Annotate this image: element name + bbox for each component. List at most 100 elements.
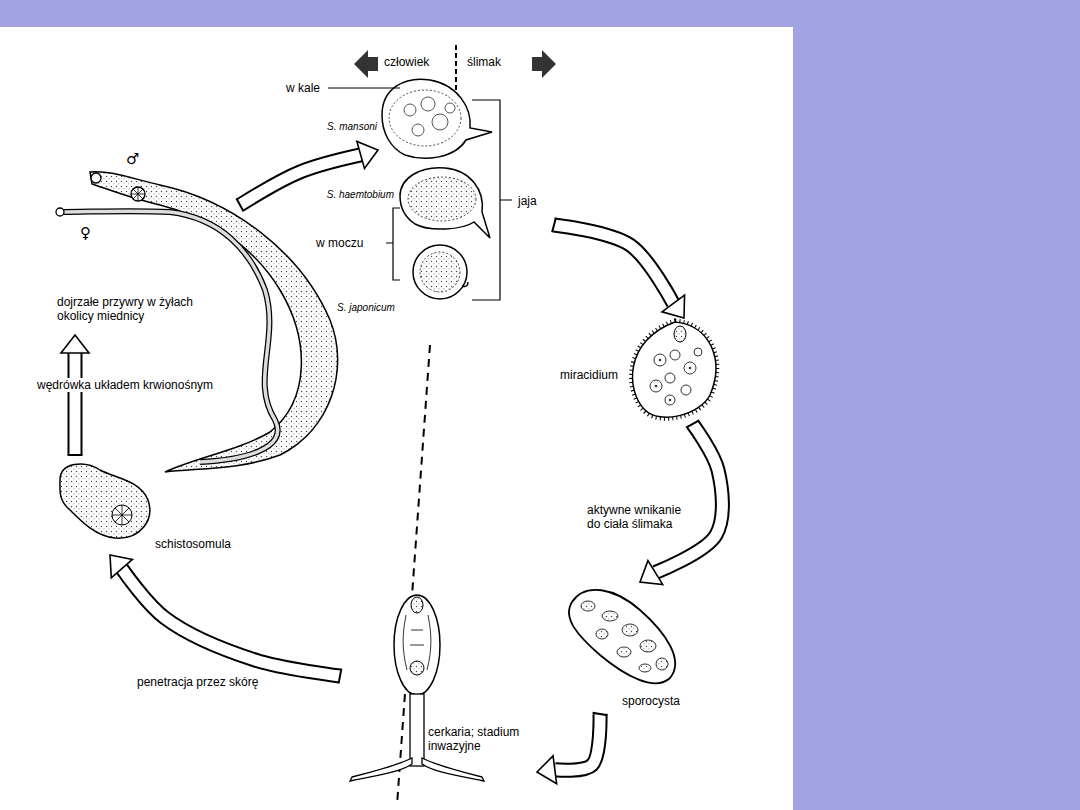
miracidium-figure [633,322,716,417]
schistosomulum-stage: schistosomula [48,455,263,555]
arrow-tail [339,669,342,684]
miracidium-figure [633,322,716,417]
arrow-head [537,756,557,784]
egg-s-japonicum [462,282,468,287]
stage-label: jaja [518,194,537,208]
egg-brackets [386,208,400,280]
sporocyst-figure [639,664,651,672]
stage-label: sporocysta [622,694,680,708]
step-label: aktywne wnikanie do ciała ślimaka [585,503,699,531]
cercaria-figure [350,595,484,781]
schistosomulum-figure [112,505,132,525]
host-heading: człowiek [384,55,429,70]
schistosomulum-figure [112,505,132,525]
host-direction-arrows [532,50,556,78]
host-direction-arrows [455,45,457,95]
sex-symbol: ♀ [80,224,91,242]
miracidium-figure [669,399,672,402]
block-arrow [537,713,607,784]
adult-worm-pair [56,172,338,472]
arrow-head [110,555,132,578]
egg-s-mansoni [412,124,424,136]
schistosomulum-figure [60,464,150,538]
arrow-outline [555,714,600,770]
miracidium-figure [670,350,680,360]
egg-s-haematobium [400,168,490,238]
egg-s-haematobium [408,177,476,221]
egg-brackets [472,100,512,300]
host-divider-line [397,345,430,805]
egg-s-mansoni [445,103,455,113]
adult-worm-pair [60,211,278,462]
stage-label: schistosomula [155,537,231,551]
arrow-head [640,561,663,585]
arrow-body [122,569,340,676]
arrow-head [357,141,378,168]
arrow-body [655,424,722,573]
sporocyst-figure [581,601,595,611]
sporocyst-figure [640,640,656,652]
sporocyst-figure [617,647,631,657]
species-label: S. mansoni [327,120,377,133]
egg-s-mansoni [421,97,435,111]
sample-label: w kale [286,81,320,96]
stage-label: dojrzałe przywry w żyłach okolicy miedni… [57,295,207,323]
arrow-outline [554,225,673,304]
arrow-tail [593,713,608,715]
miracidium-stage: miracidium [555,318,727,424]
miracidium-figure [684,362,696,374]
schistosomulum-figure [60,464,150,538]
arrow-tail [236,198,243,211]
arrow-tail [552,218,556,233]
miracidium-figure [650,380,662,392]
cercaria-figure [350,758,412,781]
cercaria-figure [410,661,424,675]
sample-label: w moczu [316,236,363,251]
adult-worm-pair [91,173,101,183]
miracidium-figure [694,348,702,356]
host-direction-arrows [354,50,378,78]
egg-s-japonicum [413,245,467,299]
sporocyst-figure [622,624,638,636]
egg-brackets [328,88,400,89]
adult-stage: dojrzałe przywry w żyłach okolicy miedni… [50,150,240,335]
arrow-outline [655,424,722,573]
adult-worm-pair [131,187,145,201]
arrow-body [70,353,81,455]
cercaria-stage: cerkaria; stadium inwazyjne [340,588,537,788]
stage-label: miracidium [560,368,618,382]
cercaria-figure [403,615,431,670]
egg-s-mansoni [389,90,461,146]
egg-stage: jaja [378,72,554,308]
egg-s-japonicum [420,252,460,292]
cercaria-figure [422,758,484,781]
host-divider-line [397,345,430,805]
arrow-tail [68,454,83,456]
egg-s-mansoni [382,79,492,158]
sex-symbol: ♂ [126,150,139,168]
egg-s-haematobium [400,168,490,238]
species-label: S. japonicum [337,301,395,314]
arrow-head [61,335,89,353]
cercaria-figure [394,595,440,695]
egg-s-japonicum [413,245,468,299]
miracidium-figure [633,322,716,417]
species-label: S. haemtobium [327,188,394,201]
sporocyst-figure [656,658,668,670]
miracidium-figure [655,385,658,388]
block-arrow [110,555,341,683]
miracidium-figure [674,326,686,342]
arrow-outline [122,569,340,676]
cercaria-figure [411,597,423,613]
arrow-body [555,714,600,770]
arrow-outline [68,353,83,455]
sporocyst-stage: sporocysta [562,582,700,714]
block-arrow [236,141,378,211]
step-label: wędrówka układem krwionośnym [35,378,215,392]
step-label: penetracja przez skórę [135,675,260,689]
miracidium-figure [654,354,666,366]
cercaria-figure [410,694,424,766]
egg-s-mansoni [432,114,448,130]
arrow-head [662,295,685,318]
